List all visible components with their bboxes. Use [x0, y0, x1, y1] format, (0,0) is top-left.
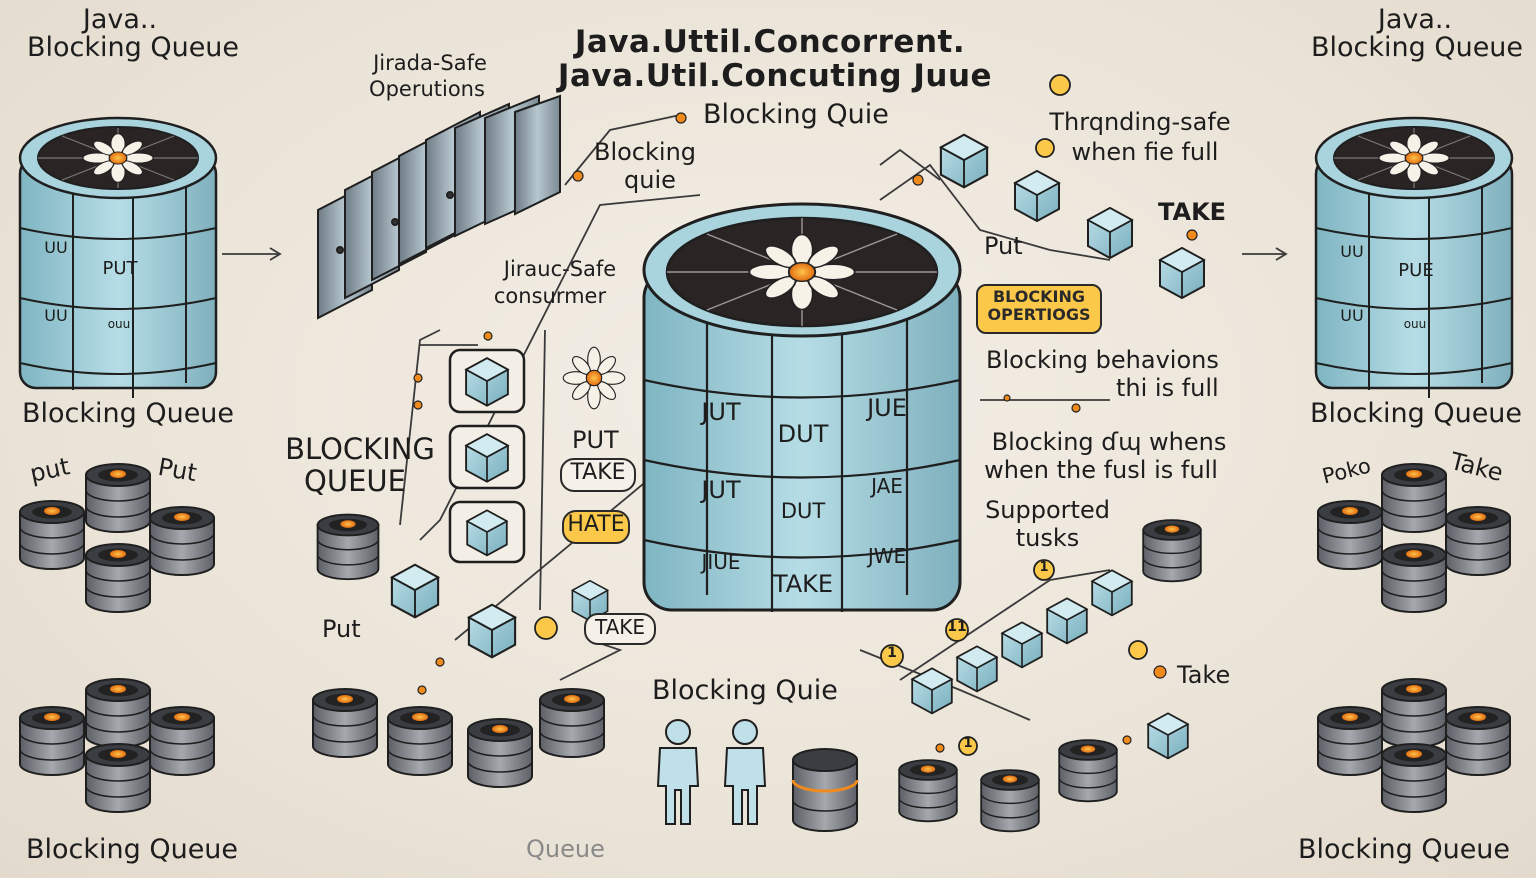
blocking-whens-line-1: Blocking ɗɰ whens [991, 428, 1227, 456]
gray-drums-bottom-center-left [312, 688, 605, 788]
right-mid-bq-label: Blocking Queue [1309, 398, 1523, 429]
top-right-java-label: Java.. [1377, 4, 1453, 35]
small-flower-icon [562, 346, 626, 410]
gray-drums-right-mid [1317, 463, 1511, 613]
person-icon [724, 719, 766, 825]
blocking-behaviors-line-2: thi is full [1116, 374, 1219, 402]
put-mid-label: PUT [572, 426, 619, 454]
top-right-bq-label: Blocking Queue [1310, 32, 1524, 63]
left-put-label-2: Put [155, 452, 199, 488]
step-number: 1 [887, 645, 897, 661]
center-drum-label: JAE [871, 474, 903, 498]
center-big-bq-line-1: BLOCKING [285, 432, 435, 466]
cube-chain-left [390, 563, 517, 659]
blocking-quie-small-line-1: Blocking [593, 138, 697, 166]
gray-drums-left-mid [19, 463, 215, 613]
hate-pill: HATE [562, 510, 630, 544]
left-drum-label: PUT [102, 258, 138, 279]
thread-safe-ops-line-1: Jirada-Safe [373, 51, 487, 75]
left-drum-label: UU [44, 306, 68, 325]
take-top-label: TAKE [1158, 198, 1227, 226]
thread-safe-consumer-line-1: Jirauc-Safe [503, 257, 617, 281]
center-drum-label: DUT [780, 499, 826, 523]
supported-tasks-line-2: tusks [1015, 524, 1080, 552]
blocking-operations-badge-line-2: OPERTIOGS [987, 304, 1091, 324]
take-pill-2: TAKE [584, 613, 656, 645]
right-drum-label: PUE [1398, 260, 1434, 281]
supported-tasks-line-1: Supported [985, 496, 1110, 524]
center-drum-label: JUE [867, 394, 907, 422]
center-big-bq-line-2: QUEUE [304, 464, 406, 498]
right-drum-label: UU [1340, 306, 1364, 325]
step-number: 11 [947, 619, 967, 635]
framed-cubes [448, 348, 526, 564]
center-drum-label: JIUE [701, 550, 741, 574]
gray-drums-right-bottom [1317, 678, 1511, 813]
person-icon [657, 719, 699, 825]
put-low-label: Put [322, 615, 361, 643]
top-left-bq-label: Blocking Queue [26, 32, 240, 63]
gray-drums-mid-left [316, 513, 380, 581]
center-blue-drum [642, 202, 962, 612]
blocking-quie-bottom-label: Blocking Quie [652, 675, 838, 706]
left-mid-bq-label: Blocking Queue [21, 398, 235, 429]
take-right-label: Take [1177, 661, 1231, 689]
right-blue-drum [1314, 116, 1514, 398]
right-drum-label: ouu [1403, 317, 1427, 331]
gray-drums-left-bottom [19, 678, 215, 813]
top-left-java-label: Java.. [82, 4, 158, 35]
center-drum-label: DUT [777, 420, 829, 448]
blocking-quie-top-label: Blocking Quie [703, 99, 889, 130]
blocking-quie-small-line-2: quie [624, 166, 676, 194]
bottom-right-bq-label: Blocking Queue [1297, 834, 1511, 865]
center-drum-label: JUT [701, 476, 741, 504]
blocking-operations-badge: BLOCKING OPERTIOGS [976, 284, 1102, 334]
right-drum-label: UU [1340, 242, 1364, 261]
orange-dots [413, 112, 1198, 753]
step-number: 1 [1039, 560, 1049, 575]
take-pill: TAKE [560, 458, 636, 492]
blocking-operations-badge-line-1: BLOCKING [992, 287, 1086, 306]
left-drum-label: UU [44, 238, 68, 257]
step-number: 1 [963, 736, 973, 751]
center-drum-label: JWE [867, 544, 907, 568]
put-top-label: Put [984, 232, 1023, 260]
center-drum-label: TAKE [772, 570, 834, 598]
queue-bottom-label: Queue [526, 835, 605, 863]
threading-safe-line-1: Thrqnding-safe [1049, 108, 1231, 136]
stacked-disk-drum [791, 748, 859, 832]
bottom-left-bq-label: Blocking Queue [25, 834, 239, 865]
panel-stack [317, 94, 561, 320]
left-drum-label: ouu [107, 317, 131, 331]
header-line-1: Java.Uttil.Concorrent. [574, 24, 966, 60]
center-drum-label: JUT [701, 398, 741, 426]
blocking-behaviors-line-1: Blocking behavions [986, 346, 1219, 374]
blocking-whens-line-2: when the fusl is full [984, 456, 1218, 484]
left-blue-drum [18, 116, 218, 398]
header-line-2: Java.Util.Concuting Juue [557, 58, 993, 94]
thread-safe-consumer-line-2: consurmer [493, 284, 607, 308]
thread-safe-ops-line-2: Operutions [369, 77, 485, 101]
step-circles [534, 74, 1148, 756]
threading-safe-line-2: when fie full [1071, 138, 1219, 166]
